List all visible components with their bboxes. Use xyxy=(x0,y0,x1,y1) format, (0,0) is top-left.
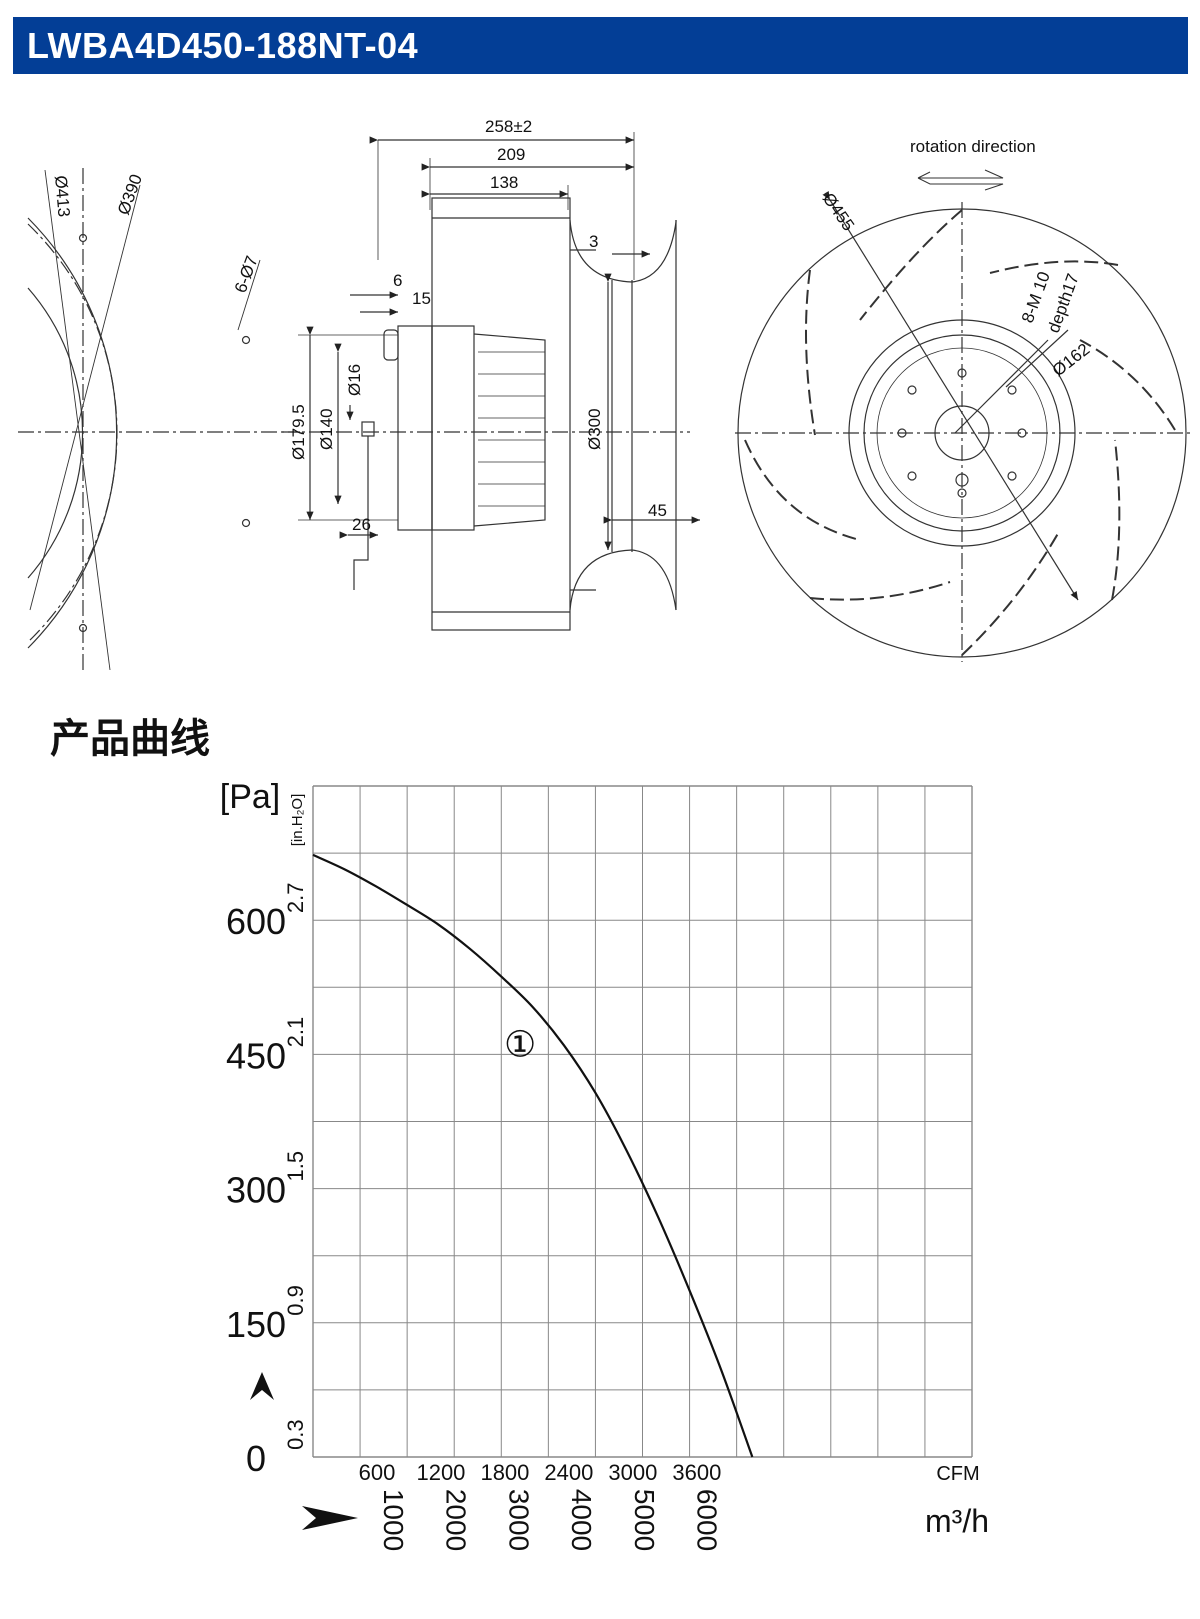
y-axis-label: [Pa] xyxy=(220,778,280,816)
dim-d6: 6 xyxy=(393,271,402,290)
dim-w138: 138 xyxy=(490,173,518,192)
x-tick-label: 4000 xyxy=(566,1489,597,1551)
x-tick-label-secondary: 1800 xyxy=(480,1460,529,1485)
x-tick-label-secondary: 1200 xyxy=(416,1460,465,1485)
dim-d140: Ø140 xyxy=(317,408,336,450)
dim-d3: 3 xyxy=(589,232,598,251)
y-tick-label: 300 xyxy=(226,1170,286,1211)
x-tick-label: 1000 xyxy=(378,1489,409,1551)
y-tick-label: 450 xyxy=(226,1035,286,1076)
model-title: LWBA4D450-188NT-04 xyxy=(27,25,419,66)
x-tick-label-secondary: 3600 xyxy=(672,1460,721,1485)
y-tick-label-secondary: 1.5 xyxy=(283,1151,308,1182)
section-title: 产品曲线 xyxy=(50,716,210,762)
y-axis-label-secondary: [in.H₂O] xyxy=(289,794,306,847)
rotation-label: rotation direction xyxy=(910,137,1036,156)
dim-w209: 209 xyxy=(497,145,525,164)
x-tick-label-secondary: 600 xyxy=(359,1460,396,1485)
dim-d162: Ø162 xyxy=(1049,340,1093,381)
x-tick-label-secondary: 3000 xyxy=(608,1460,657,1485)
title-bar: LWBA4D450-188NT-04 xyxy=(13,17,1188,74)
front-view-left xyxy=(18,168,300,671)
dim-d390: Ø390 xyxy=(114,172,146,218)
y-tick-label: 0 xyxy=(246,1438,266,1479)
chart-labels: 0 150 300 450 600 0.3 0.9 1.5 2.1 2.7 [Pa] [in.H₂O]… xyxy=(220,778,989,1551)
y-tick-label: 600 xyxy=(226,901,286,942)
x-tick-label: 3000 xyxy=(503,1489,534,1551)
dim-d15: 15 xyxy=(412,289,431,308)
dim-d26: 26 xyxy=(352,515,371,534)
dim-d1795: Ø179.5 xyxy=(289,404,308,460)
x-axis-label-secondary: CFM xyxy=(936,1463,979,1485)
curve-label-group: ① xyxy=(504,1024,536,1065)
technical-drawing: Ø413 Ø390 6-Ø7 258±2 209 138 3 6 15 Ø16 … xyxy=(18,117,1192,671)
y-tick-label-secondary: 0.3 xyxy=(283,1419,308,1450)
dim-d300: Ø300 xyxy=(585,408,604,450)
x-axis-arrow-icon xyxy=(302,1506,358,1530)
chart-grid xyxy=(312,785,973,1458)
dim-d16: Ø16 xyxy=(345,364,364,396)
x-tick-label-secondary: 2400 xyxy=(544,1460,593,1485)
dim-w258: 258±2 xyxy=(485,117,532,136)
y-tick-label-secondary: 2.1 xyxy=(283,1017,308,1048)
curve-label: ① xyxy=(504,1024,536,1065)
y-tick-label-secondary: 2.7 xyxy=(283,883,308,914)
x-tick-label: 5000 xyxy=(629,1489,660,1551)
side-view xyxy=(282,132,700,631)
y-tick-label: 150 xyxy=(226,1304,286,1345)
x-tick-label: 2000 xyxy=(441,1489,472,1551)
y-tick-label-secondary: 0.9 xyxy=(283,1285,308,1316)
dim-holes: 6-Ø7 xyxy=(231,253,262,295)
dim-d45: 45 xyxy=(648,501,667,520)
x-axis-label: m³/h xyxy=(925,1503,989,1539)
series-curve xyxy=(312,853,754,1458)
performance-chart: 0 150 300 450 600 0.3 0.9 1.5 2.1 2.7 [Pa] [in.H₂O]… xyxy=(220,778,989,1551)
dim-d455: Ø455 xyxy=(819,189,858,234)
dim-d413: Ø413 xyxy=(51,175,74,218)
y-axis-arrow-icon xyxy=(250,1372,274,1400)
x-tick-label: 6000 xyxy=(692,1489,723,1551)
front-view-right xyxy=(735,169,1192,662)
